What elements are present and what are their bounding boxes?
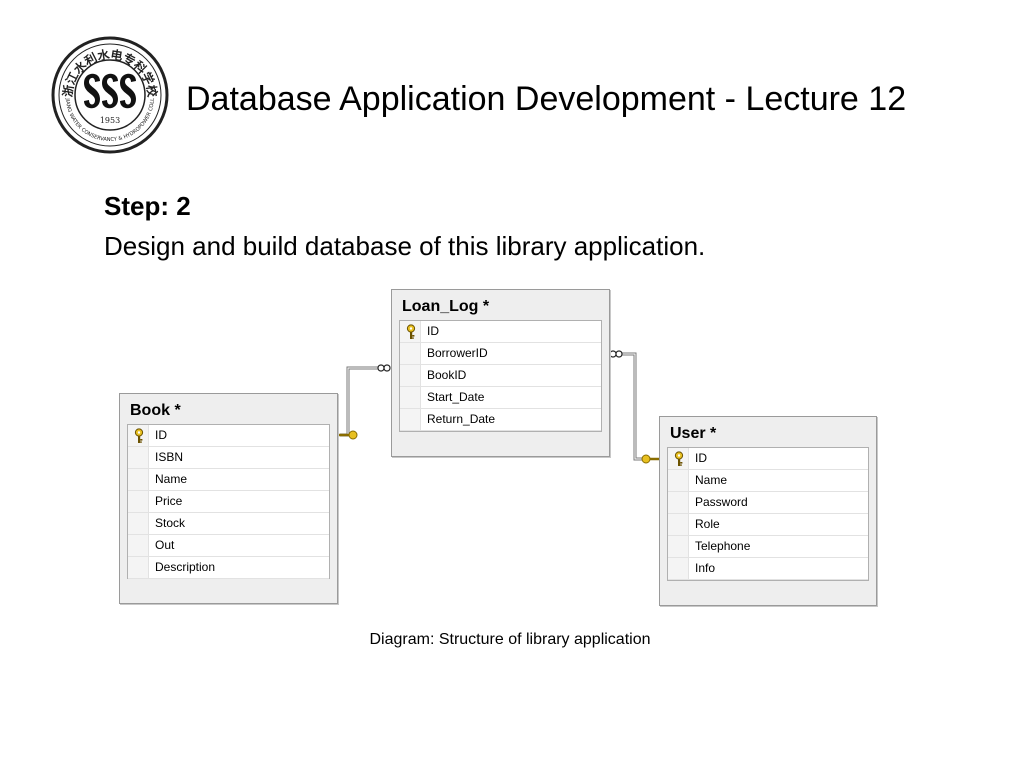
row-selector: [400, 365, 421, 386]
key-icon: [674, 451, 684, 466]
column-name: Stock: [155, 516, 186, 530]
infinity-icon: [377, 364, 391, 372]
column-name: Return_Date: [427, 412, 496, 426]
key-icon: [134, 428, 144, 443]
row-selector: [128, 491, 149, 512]
table-column-row[interactable]: BorrowerID: [400, 343, 601, 365]
table-column-row[interactable]: ID: [400, 321, 601, 343]
row-selector: [128, 447, 149, 468]
table-column-row[interactable]: Stock: [128, 513, 329, 535]
diagram-caption: Diagram: Structure of library applicatio…: [369, 631, 651, 648]
table-title: User *: [670, 425, 717, 442]
column-name: ISBN: [155, 450, 184, 464]
row-selector: [128, 469, 149, 490]
row-selector: [668, 492, 689, 513]
table-column-row[interactable]: Telephone: [668, 536, 868, 558]
step-description: Design and build database of this librar…: [104, 231, 706, 261]
table-column-row[interactable]: BookID: [400, 365, 601, 387]
column-name: Telephone: [695, 539, 751, 553]
logo-year: 1953: [100, 116, 120, 125]
table-column-row[interactable]: Name: [128, 469, 329, 491]
relationship-book-loan-log: [338, 364, 391, 440]
table-title: Book *: [130, 402, 181, 419]
key-icon: [641, 454, 660, 464]
table-column-row[interactable]: Description: [128, 557, 329, 579]
column-name: Name: [155, 472, 188, 486]
row-selector: [668, 536, 689, 557]
row-selector: [128, 425, 149, 446]
table-column-row[interactable]: Password: [668, 492, 868, 514]
column-name: Info: [695, 561, 716, 575]
column-name: Description: [155, 560, 216, 574]
table-column-row[interactable]: Info: [668, 558, 868, 580]
column-name: ID: [155, 428, 167, 442]
table-column-row[interactable]: Name: [668, 470, 868, 492]
row-selector: [668, 514, 689, 535]
row-selector: [400, 343, 421, 364]
row-selector: [400, 387, 421, 408]
infinity-icon: [609, 350, 623, 358]
table-title: Loan_Log *: [402, 298, 490, 315]
step-label: Step: 2: [104, 191, 191, 221]
column-name: Name: [695, 473, 728, 487]
column-name: BorrowerID: [427, 346, 488, 360]
college-logo: 浙江水利水电专科学校 ZHEJIANG WATER CONSERVANCY & …: [50, 35, 169, 154]
row-selector: [128, 513, 149, 534]
table-column-row[interactable]: ISBN: [128, 447, 329, 469]
page-title: Database Application Development - Lectu…: [186, 80, 907, 118]
column-name: ID: [695, 451, 707, 465]
key-icon: [338, 430, 358, 440]
column-name: Start_Date: [427, 390, 485, 404]
table-column-row[interactable]: Return_Date: [400, 409, 601, 431]
table-column-row[interactable]: ID: [128, 425, 329, 447]
row-selector: [400, 321, 421, 342]
row-selector: [128, 535, 149, 556]
relationship-user-loan-log: [609, 350, 660, 464]
key-icon: [406, 324, 416, 339]
table-column-row[interactable]: Role: [668, 514, 868, 536]
column-name: Price: [155, 494, 183, 508]
row-selector: [128, 557, 149, 578]
row-selector: [668, 448, 689, 469]
column-name: ID: [427, 324, 439, 338]
table-column-row[interactable]: Price: [128, 491, 329, 513]
column-name: Out: [155, 538, 175, 552]
row-selector: [668, 558, 689, 579]
table-column-row[interactable]: Out: [128, 535, 329, 557]
row-selector: [668, 470, 689, 491]
table-column-row[interactable]: Start_Date: [400, 387, 601, 409]
column-name: Password: [695, 495, 748, 509]
table-column-row[interactable]: ID: [668, 448, 868, 470]
column-name: Role: [695, 517, 720, 531]
column-name: BookID: [427, 368, 467, 382]
row-selector: [400, 409, 421, 430]
